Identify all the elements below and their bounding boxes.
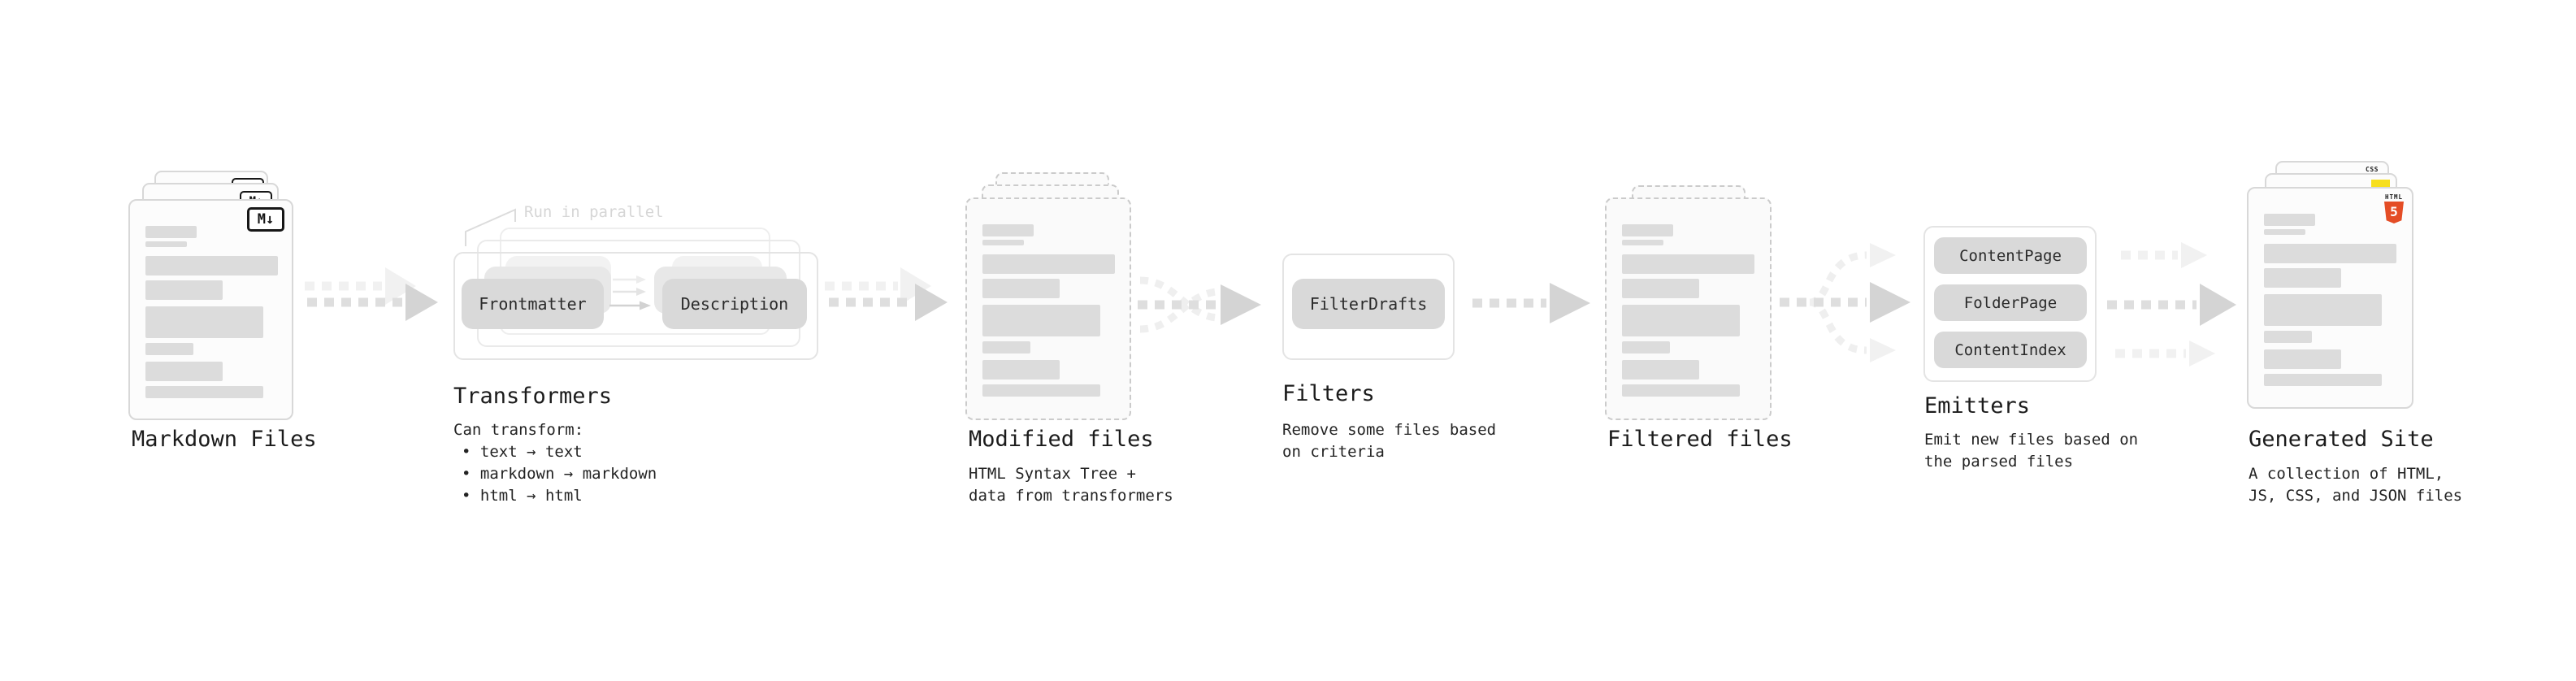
emitter-pill-contentindex: ContentIndex [1934, 332, 2087, 368]
generated-desc-line: A collection of HTML, [2249, 465, 2444, 483]
text-placeholder-bar [1622, 341, 1670, 354]
modified-desc-line: HTML Syntax Tree + [969, 465, 1136, 483]
text-placeholder-bar [1622, 254, 1754, 274]
emitter-pill-contentpage: ContentPage [1934, 237, 2087, 274]
text-placeholder-bar [982, 360, 1060, 380]
text-placeholder-bar [2264, 331, 2312, 343]
stage-label-generated-site: Generated Site [2249, 427, 2434, 452]
transformers-bullet: • html → html [462, 487, 583, 505]
note-connector-icon [465, 208, 516, 246]
text-placeholder-bar [145, 256, 278, 275]
text-placeholder-bar [1622, 240, 1663, 245]
text-placeholder-bar [1622, 279, 1699, 298]
text-placeholder-bar [982, 279, 1060, 298]
text-placeholder-bar [982, 305, 1100, 336]
stage-label-markdown-files: Markdown Files [132, 427, 317, 452]
emitters-desc-line: Emit new files based on [1924, 431, 2139, 449]
transformers-box-front [453, 252, 818, 360]
transformers-bullet: • markdown → markdown [462, 465, 657, 483]
parallel-arrows-icon [609, 275, 651, 310]
text-placeholder-bar [2264, 229, 2305, 235]
filter-pill-filterdrafts: FilterDrafts [1292, 279, 1445, 329]
text-placeholder-bar [145, 362, 223, 381]
stage-label-modified-files: Modified files [969, 427, 1154, 452]
stage-label-filtered-files: Filtered files [1607, 427, 1793, 452]
stage-label-emitters: Emitters [1924, 393, 2031, 419]
text-placeholder-bar [145, 386, 263, 398]
text-placeholder-bar [2264, 349, 2341, 369]
text-placeholder-bar [2264, 268, 2341, 288]
run-in-parallel-note: Run in parallel [524, 203, 664, 221]
text-placeholder-bar [2264, 294, 2382, 326]
text-placeholder-bar [982, 224, 1034, 236]
modified-doc-front [965, 197, 1131, 420]
text-placeholder-bar [1622, 305, 1740, 336]
text-placeholder-bar [982, 254, 1115, 274]
html5-icon: HTML 5 [2383, 193, 2405, 223]
flow-merge-arrow-icon [1138, 276, 1261, 333]
text-placeholder-bar [982, 384, 1100, 397]
text-placeholder-bar [1622, 360, 1699, 380]
modified-desc-line: data from transformers [969, 487, 1173, 505]
text-placeholder-bar [145, 343, 193, 355]
flow-arrow-icon [305, 267, 438, 321]
text-placeholder-bar [145, 226, 197, 238]
transformer-pill-frontmatter: Frontmatter [462, 279, 604, 329]
stage-label-filters: Filters [1282, 381, 1375, 406]
flow-arrow-icon [1472, 283, 1590, 323]
text-placeholder-bar [1622, 224, 1673, 236]
text-placeholder-bar [145, 241, 187, 247]
generated-doc-front: HTML 5 [2247, 187, 2413, 409]
markdown-doc-front: M↓ [128, 199, 293, 420]
filtered-doc-front [1605, 197, 1772, 420]
text-placeholder-bar [2264, 214, 2315, 226]
html5-word: HTML [2384, 193, 2404, 201]
transformer-pill-description: Description [662, 279, 807, 329]
text-placeholder-bar [2264, 244, 2396, 263]
text-placeholder-bar [145, 280, 223, 300]
text-placeholder-bar [2264, 374, 2382, 386]
text-placeholder-bar [982, 341, 1030, 354]
flow-triple-arrow-icon [2107, 242, 2236, 367]
flow-arrow-icon [825, 267, 948, 321]
flow-fanout-arrow-icon [1780, 243, 1910, 362]
text-placeholder-bar [982, 240, 1024, 245]
markdown-icon: M↓ [247, 207, 284, 232]
transformers-bullet: • text → text [462, 443, 583, 461]
text-placeholder-bar [1622, 384, 1740, 397]
transformers-desc-heading: Can transform: [453, 421, 584, 439]
generated-desc-line: JS, CSS, and JSON files [2249, 487, 2463, 505]
filters-desc-line: on criteria [1282, 443, 1385, 461]
emitters-desc-line: the parsed files [1924, 453, 2074, 471]
html5-number: 5 [2390, 204, 2398, 219]
stage-label-transformers: Transformers [453, 384, 613, 409]
text-placeholder-bar [145, 306, 263, 338]
filters-desc-line: Remove some files based [1282, 421, 1497, 439]
emitter-pill-folderpage: FolderPage [1934, 284, 2087, 321]
